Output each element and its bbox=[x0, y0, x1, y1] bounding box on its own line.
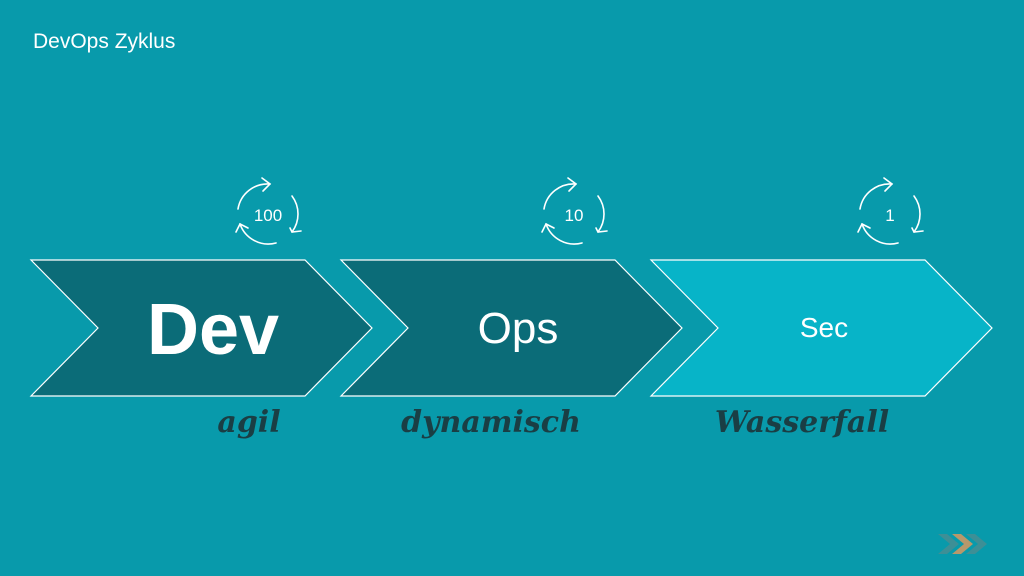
caption-sec: Wasserfall bbox=[715, 405, 889, 440]
cycle-count-dev: 100 bbox=[254, 206, 282, 225]
caption-dev: agil bbox=[217, 405, 280, 440]
cycle-icon-ops: 10 bbox=[541, 177, 608, 245]
stage-dev: Dev bbox=[29, 259, 373, 397]
circular-arrows-icon bbox=[541, 177, 608, 245]
stage-sec-label: Sec bbox=[800, 312, 848, 343]
circular-arrows-icon bbox=[857, 177, 924, 245]
stage-sec: Sec bbox=[649, 259, 993, 397]
circular-arrows-icon bbox=[235, 177, 302, 245]
slide-title: DevOps Zyklus bbox=[33, 30, 176, 53]
cycle-icon-dev: 100 bbox=[235, 177, 302, 245]
caption-ops: dynamisch bbox=[401, 405, 581, 440]
brand-logo-icon bbox=[938, 534, 987, 554]
stage-ops-label: Ops bbox=[478, 304, 559, 353]
cycle-icon-sec: 1 bbox=[857, 177, 924, 245]
stage-sec-chevron bbox=[649, 259, 993, 397]
stage-ops-chevron bbox=[339, 259, 683, 397]
stage-dev-label: Dev bbox=[147, 290, 279, 370]
cycle-count-sec: 1 bbox=[885, 206, 894, 225]
stage-dev-chevron bbox=[29, 259, 373, 397]
stage-ops: Ops bbox=[339, 259, 683, 397]
cycle-count-ops: 10 bbox=[565, 206, 584, 225]
